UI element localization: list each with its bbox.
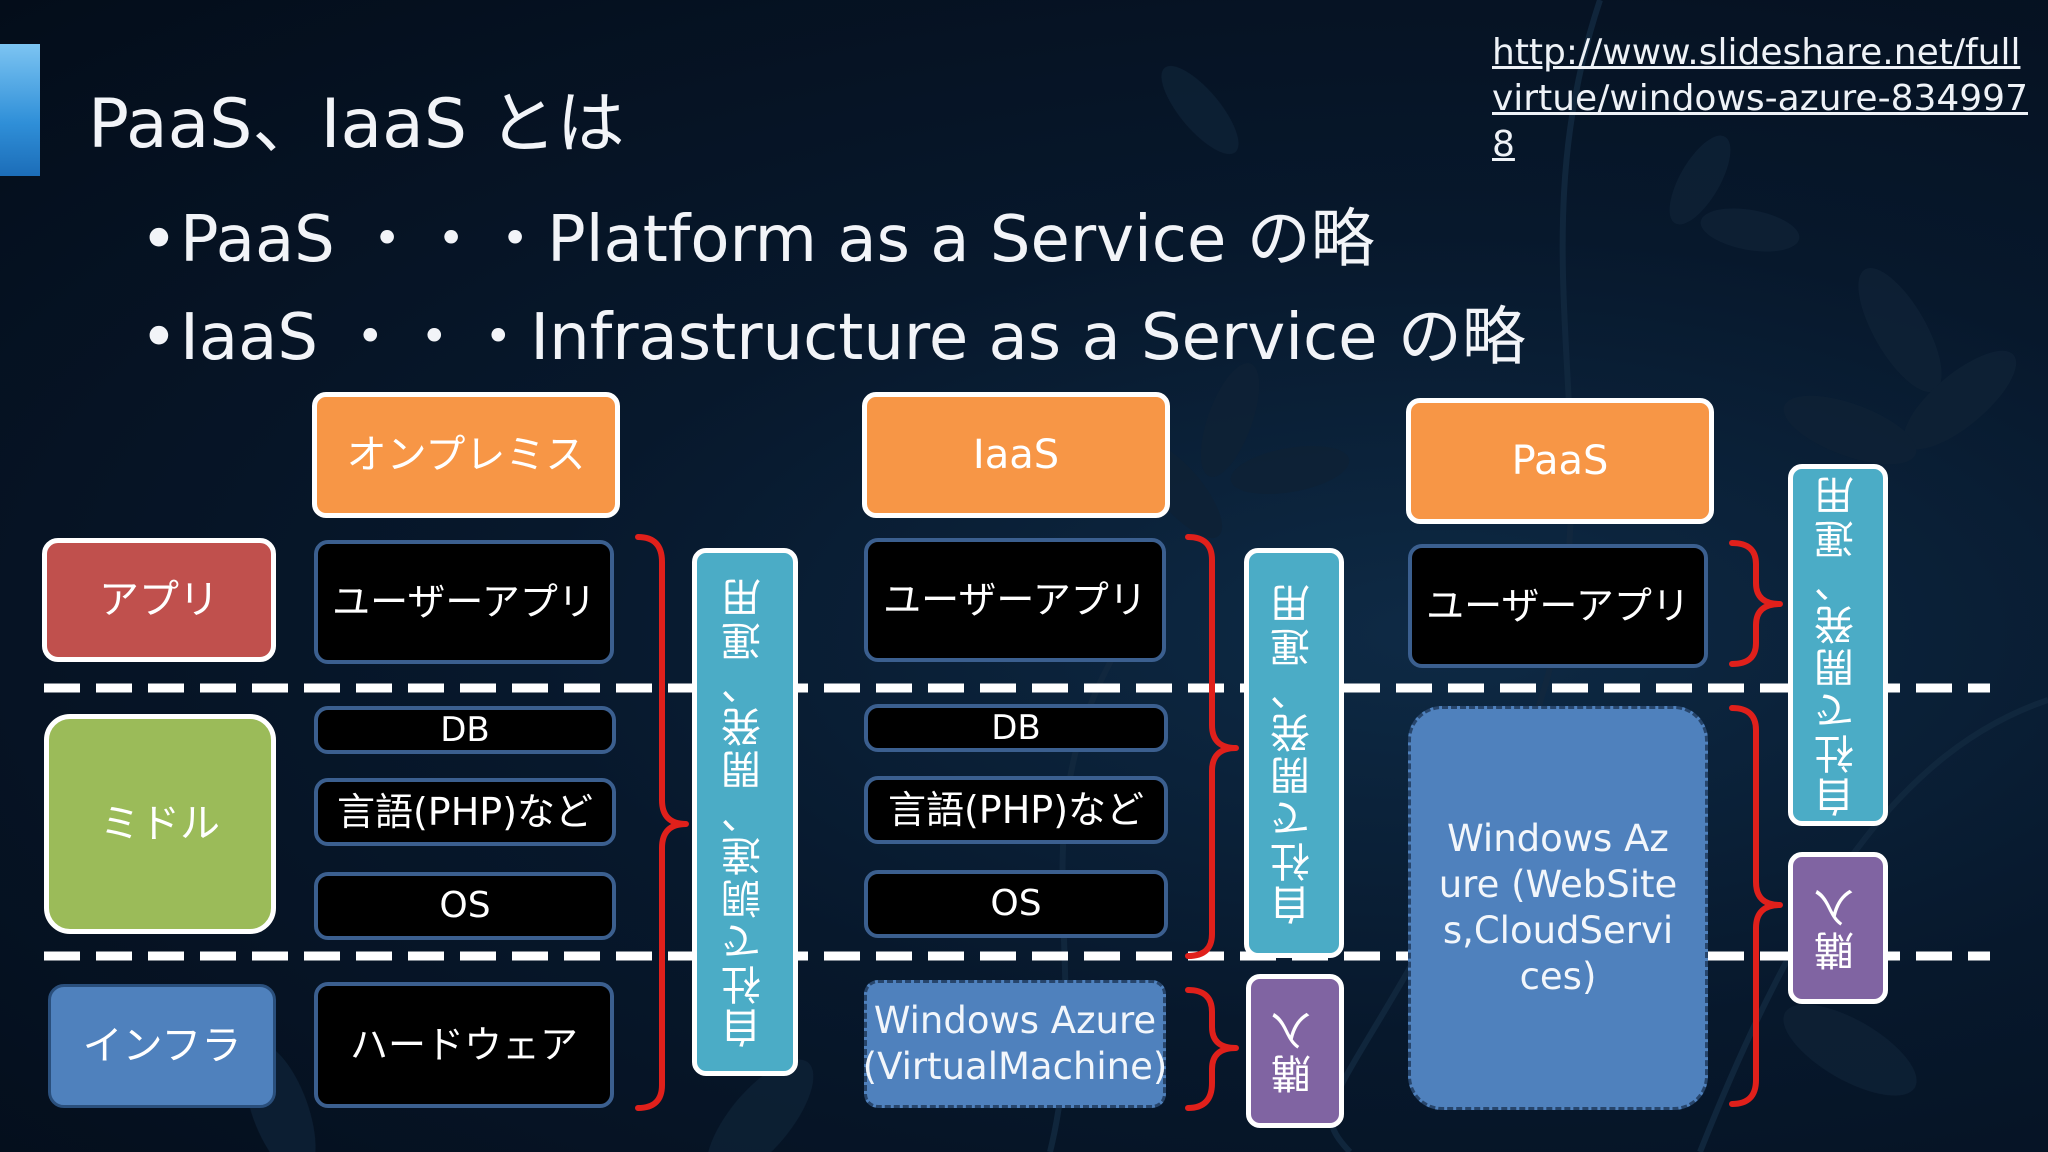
brace-iaas-lower — [1185, 987, 1239, 1111]
iaas-language: 言語(PHP)など — [864, 776, 1168, 844]
bullet-text: IaaS ・・・Infrastructure as a Service の略 — [180, 301, 1526, 375]
iaas-azure-vm: Windows Azure (VirtualMachine) — [863, 980, 1167, 1108]
brace-iaas-upper — [1185, 534, 1239, 959]
brace-onpremise — [635, 534, 689, 1111]
brace-paas-upper — [1729, 540, 1783, 667]
iaas-os: OS — [864, 870, 1168, 938]
header-paas: PaaS — [1406, 398, 1714, 524]
paas-responsibility: 自社で開発、運用 — [1788, 464, 1888, 826]
layer-app: アプリ — [42, 538, 276, 662]
iaas-db: DB — [864, 704, 1168, 752]
brace-paas-lower — [1729, 705, 1783, 1107]
bullet-dot: • — [140, 203, 178, 277]
bullet-paas: •PaaS ・・・Platform as a Service の略 — [140, 188, 1375, 280]
iaas-purchase: 購入 — [1246, 974, 1344, 1128]
onpremise-os: OS — [314, 872, 616, 940]
layer-middle: ミドル — [44, 714, 276, 934]
onpremise-hardware: ハードウェア — [314, 982, 614, 1108]
bullet-iaas: •IaaS ・・・Infrastructure as a Service の略 — [140, 286, 1526, 378]
paas-azure-services: Windows Azure (WebSites,CloudServices) — [1408, 706, 1708, 1110]
title-accent-bar — [0, 44, 40, 176]
header-onpremise: オンプレミス — [312, 392, 620, 518]
iaas-user-app: ユーザーアプリ — [864, 538, 1166, 662]
bullet-text: PaaS ・・・Platform as a Service の略 — [180, 203, 1375, 277]
onpremise-responsibility: 自社で調達、開発、運用 — [692, 548, 798, 1076]
onpremise-user-app: ユーザーアプリ — [314, 540, 614, 664]
paas-purchase: 購入 — [1788, 852, 1888, 1004]
layer-infra: インフラ — [48, 984, 276, 1108]
iaas-responsibility: 自社で開発、運用 — [1244, 548, 1344, 958]
source-link[interactable]: http://www.slideshare.net/fullvirtue/win… — [1492, 32, 2028, 165]
paas-user-app: ユーザーアプリ — [1408, 544, 1708, 668]
slide-title: PaaS、IaaS とは — [88, 85, 625, 164]
onpremise-language: 言語(PHP)など — [314, 778, 616, 846]
header-iaas: IaaS — [862, 392, 1170, 518]
bullet-dot: • — [140, 301, 178, 375]
onpremise-db: DB — [314, 706, 616, 754]
